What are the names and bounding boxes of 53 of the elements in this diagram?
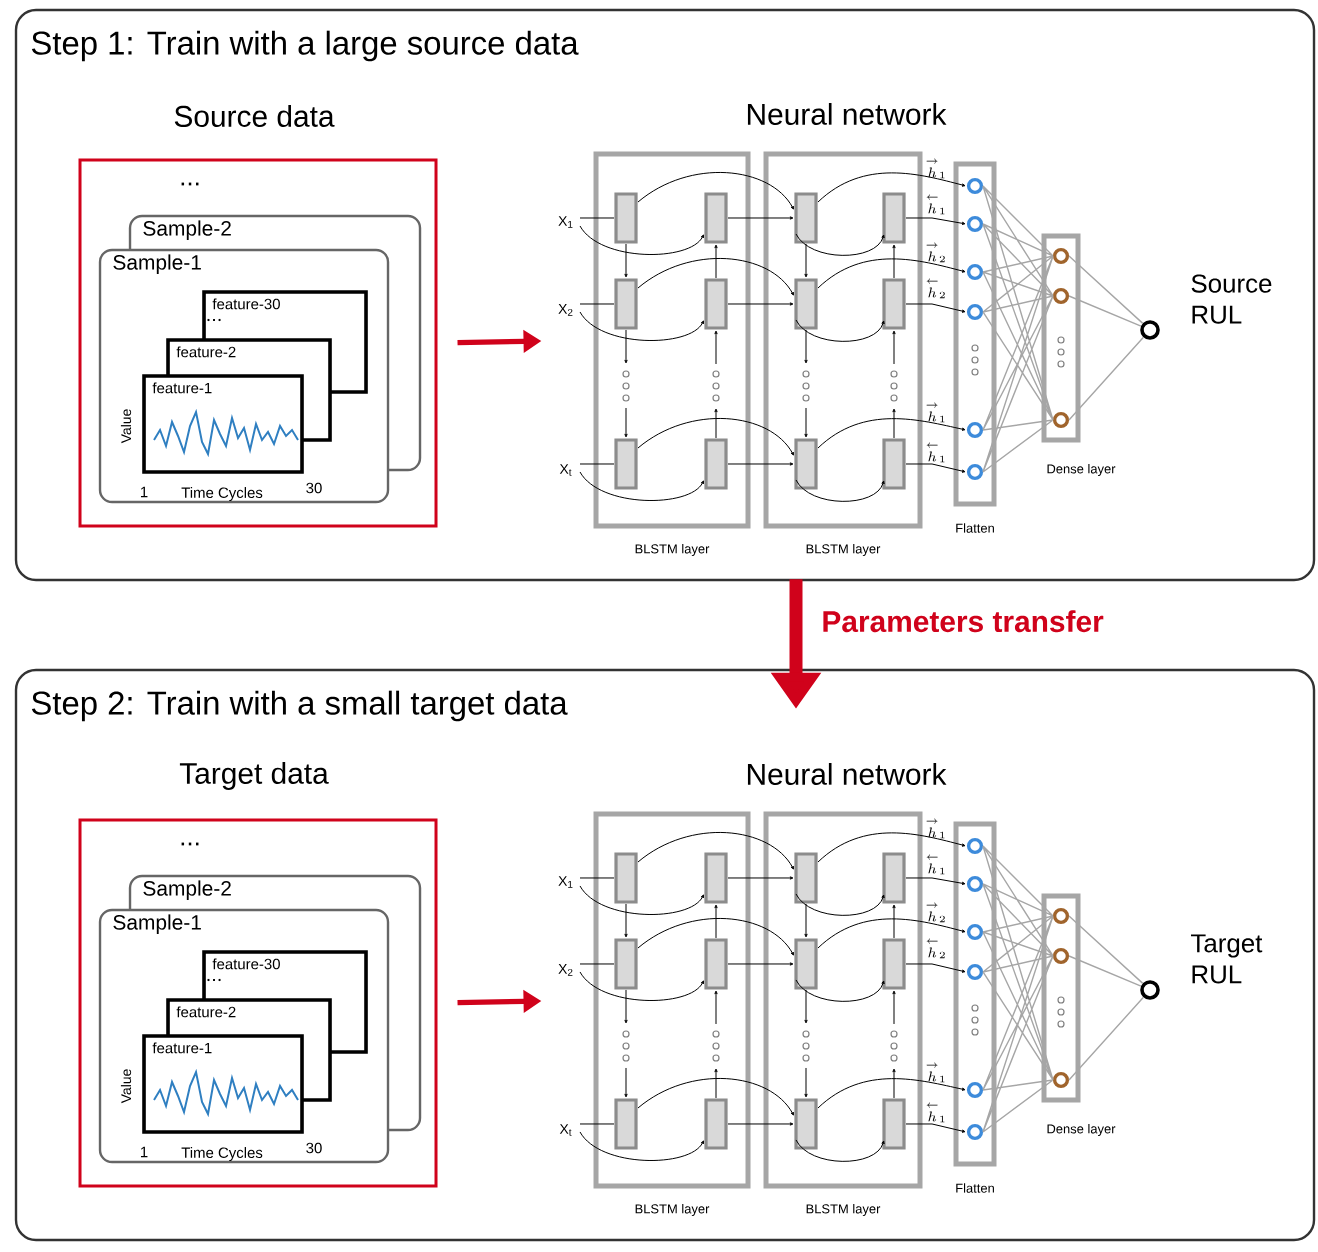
arrow (905, 1123, 966, 1133)
arrow (817, 258, 966, 289)
output-node: Source RUL (1140, 274, 1272, 340)
arrow (905, 877, 966, 885)
arrow (905, 463, 966, 473)
arrow (727, 962, 794, 966)
arrow (982, 845, 1054, 1133)
hidden-state-label: $\stackrel{\rightarrow}{h}_{1}$ (926, 818, 945, 839)
hidden-state-label: $\stackrel{\leftarrow}{h}_{2}$ (926, 938, 945, 959)
arrow (727, 216, 794, 220)
node-label: Source RUL (1191, 274, 1272, 324)
hidden-state-label: $\stackrel{\leftarrow}{h}_{1}$ (926, 854, 945, 875)
node-label: Source data (174, 105, 335, 127)
hidden-state-label: $\stackrel{\leftarrow}{h}_{1}$ (926, 442, 945, 463)
section-heading: Neural network (747, 103, 947, 125)
hidden-state-label: $\stackrel{\rightarrow}{h}_{1}$ (926, 1062, 945, 1083)
ellipsis: ... (181, 182, 199, 186)
ellipsis: ... (181, 842, 199, 846)
node-label: Target RUL (1191, 934, 1263, 984)
ellipsis: ... (207, 318, 221, 322)
arrow (1068, 255, 1145, 421)
hidden-state-label: $\stackrel{\leftarrow}{h}_{2}$ (926, 278, 945, 299)
arrow (727, 876, 794, 880)
arrow (637, 258, 794, 296)
arrow (727, 1122, 794, 1126)
hidden-state-label: $\stackrel{\rightarrow}{h}_{1}$ (926, 158, 945, 179)
arrow (637, 918, 794, 956)
arrow (727, 302, 794, 306)
hidden-state-label: $\stackrel{\rightarrow}{h}_{2}$ (926, 242, 945, 263)
node-label: Target data (179, 762, 329, 790)
arrow (817, 418, 966, 449)
ellipsis: ... (207, 978, 221, 982)
arrow (905, 963, 966, 973)
output-node: Target RUL (1140, 934, 1263, 1000)
arrow (905, 217, 966, 225)
hidden-state-label: $\stackrel{\leftarrow}{h}_{1}$ (926, 1102, 945, 1123)
hidden-state-label: $\stackrel{\rightarrow}{h}_{2}$ (926, 902, 945, 923)
arrow (637, 172, 794, 210)
arrow (1068, 915, 1145, 1081)
arrow (817, 1078, 966, 1109)
arrow (817, 172, 966, 203)
arrow (637, 832, 794, 870)
arrow (817, 918, 966, 949)
edge-label: Parameters transfer (819, 608, 1106, 635)
section-heading: Neural network (747, 763, 947, 785)
arrow (905, 303, 966, 313)
arrow (637, 1078, 794, 1116)
arrow (817, 832, 966, 863)
hidden-state-label: $\stackrel{\leftarrow}{h}_{1}$ (926, 194, 945, 215)
arrow (727, 462, 794, 466)
arrow (637, 418, 794, 456)
hidden-state-label: $\stackrel{\rightarrow}{h}_{1}$ (926, 402, 945, 423)
arrow (982, 185, 1054, 473)
